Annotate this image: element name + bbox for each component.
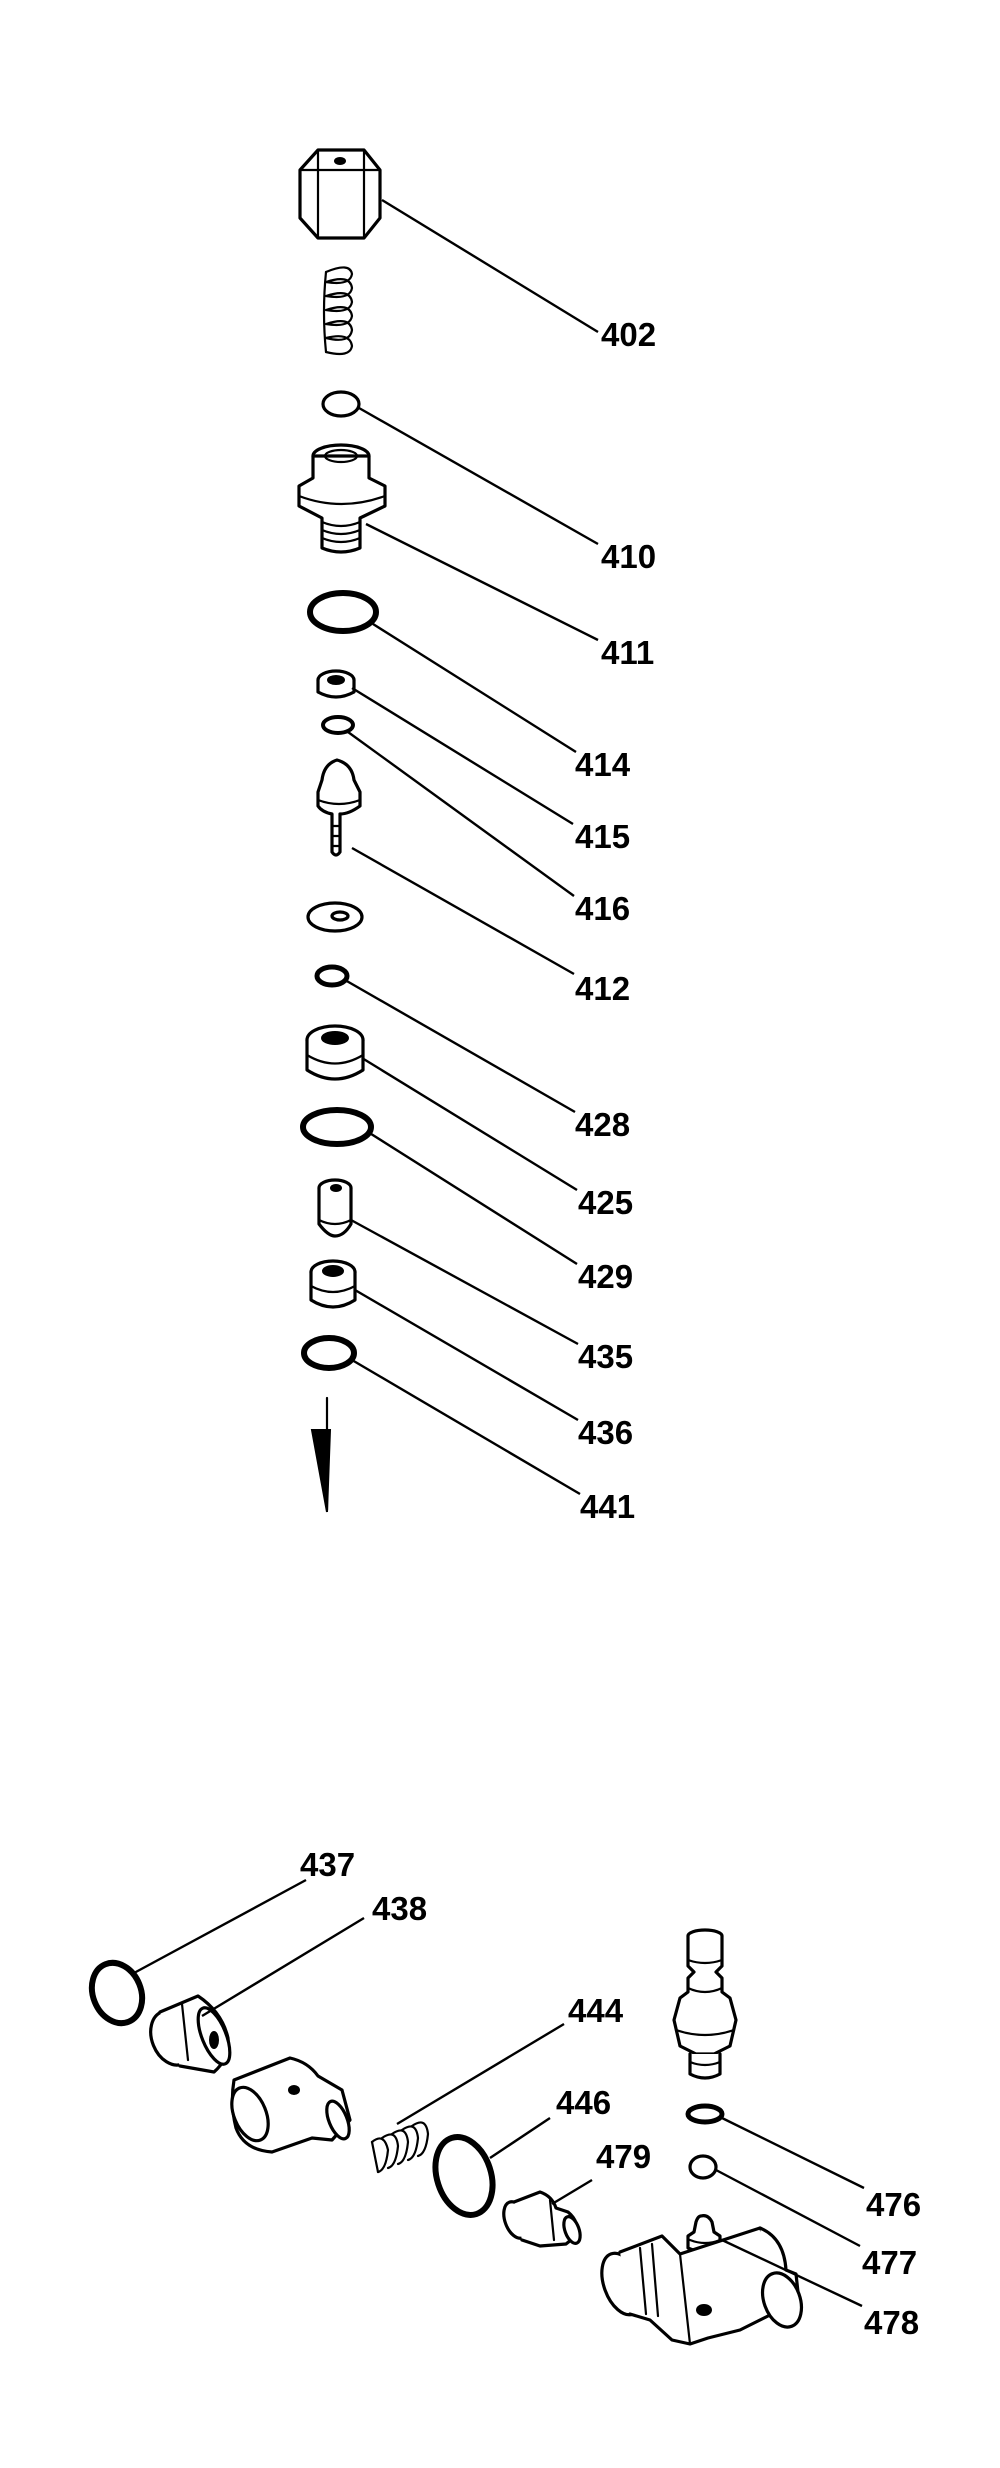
down-arrow-icon — [310, 1396, 332, 1513]
part-428-o-ring — [314, 964, 350, 988]
label-410: 410 — [601, 538, 656, 575]
part-479-fitting — [502, 2190, 582, 2248]
part-477-ball — [688, 2154, 718, 2180]
part-438-body — [230, 2056, 352, 2154]
part-441-o-ring — [301, 1335, 357, 1371]
lower-leader-lines — [133, 1878, 865, 2308]
label-438: 438 — [372, 1890, 427, 1927]
label-415: 415 — [575, 818, 630, 855]
label-478: 478 — [864, 2304, 919, 2341]
label-414: 414 — [575, 746, 631, 783]
part-412-valve-stem — [316, 758, 362, 857]
lower-part-labels: 437 438 444 446 479 476 477 478 — [300, 1846, 921, 2341]
label-476: 476 — [866, 2186, 921, 2223]
label-429: 429 — [578, 1258, 633, 1295]
label-428: 428 — [575, 1106, 630, 1143]
part-411-valve-body — [297, 443, 387, 554]
part-415-small-nut — [316, 669, 356, 699]
part-429-o-ring — [300, 1107, 374, 1147]
part-416-o-ring — [321, 715, 355, 735]
part-437-o-ring — [88, 1959, 146, 2027]
label-412: 412 — [575, 970, 630, 1007]
part-476-o-ring — [685, 2103, 725, 2125]
label-437: 437 — [300, 1846, 355, 1883]
label-402: 402 — [601, 316, 656, 353]
label-479: 479 — [596, 2138, 651, 2175]
part-476-fitting — [672, 1928, 738, 2080]
tee-body — [600, 2226, 804, 2346]
label-425: 425 — [578, 1184, 633, 1221]
upper-part-labels: 402 410 411 414 415 416 412 428 425 429 … — [575, 316, 656, 1525]
label-411: 411 — [601, 634, 654, 671]
part-425-seal — [305, 1024, 365, 1081]
part-412-washer — [306, 901, 364, 933]
part-410-disc — [321, 390, 361, 418]
upper-leader-lines — [344, 198, 599, 1496]
label-446: 446 — [556, 2084, 611, 2121]
label-444: 444 — [568, 1992, 624, 2029]
part-402-hex-nut — [298, 148, 382, 240]
label-441: 441 — [580, 1488, 635, 1525]
part-438-cap — [149, 1994, 232, 2074]
part-436-seal — [309, 1259, 357, 1309]
label-436: 436 — [578, 1414, 633, 1451]
label-416: 416 — [575, 890, 630, 927]
label-477: 477 — [862, 2244, 917, 2281]
part-444-spring — [370, 2121, 430, 2174]
label-435: 435 — [578, 1338, 633, 1375]
spring-402 — [322, 266, 354, 356]
part-446-o-ring — [432, 2134, 496, 2218]
part-435-bushing — [317, 1178, 353, 1238]
part-414-o-ring — [307, 590, 379, 634]
